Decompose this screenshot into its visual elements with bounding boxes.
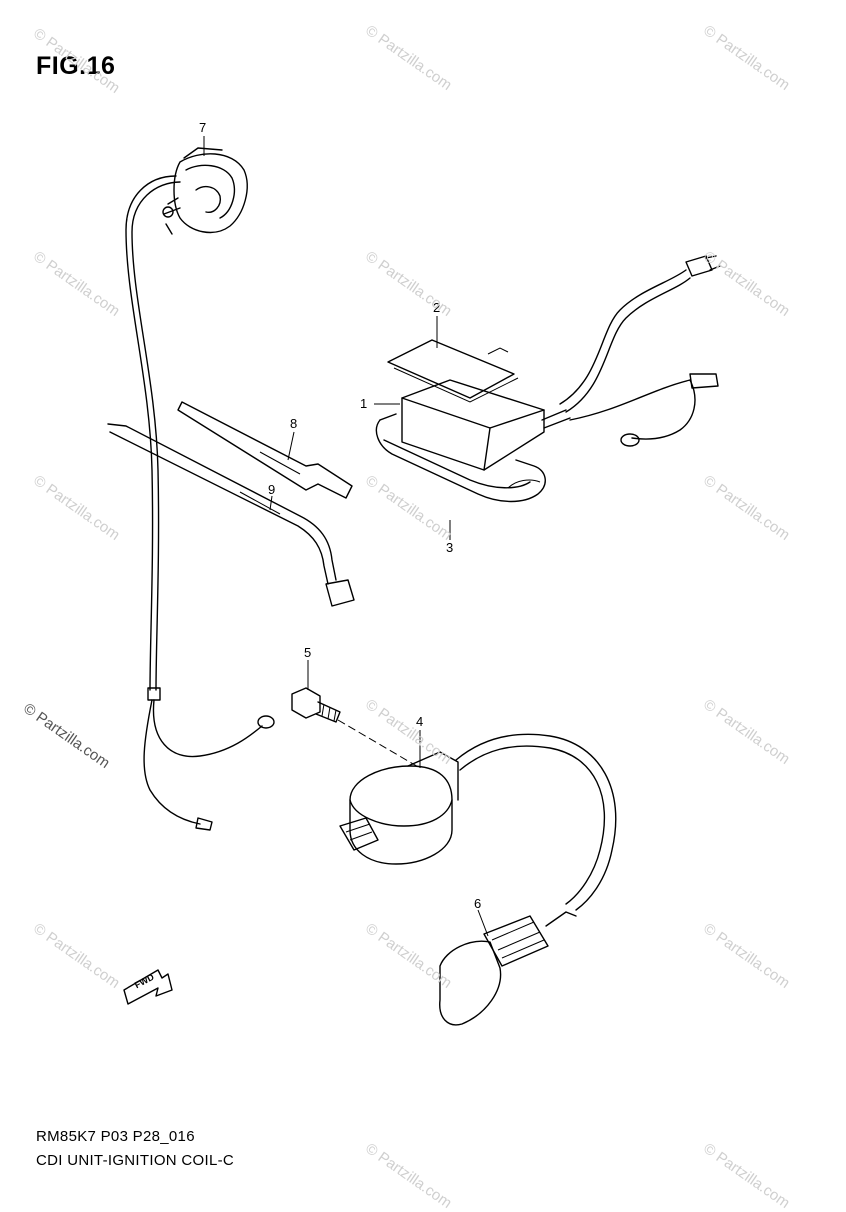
cdi-mount-drawing (375, 413, 546, 503)
callout-7: 7 (199, 120, 207, 135)
cdi-unit-drawing (401, 255, 721, 471)
callout-9: 9 (268, 482, 276, 497)
callout-5: 5 (304, 645, 312, 660)
pickup-coil-drawing (125, 147, 275, 831)
figure-caption: CDI UNIT-IGNITION COIL-C (36, 1152, 235, 1169)
plug-cap-drawing (439, 911, 577, 1026)
callout-1: 1 (360, 396, 368, 411)
callout-6: 6 (474, 896, 482, 911)
callout-2: 2 (433, 300, 441, 315)
band-drawing (177, 401, 353, 499)
callout-4: 4 (416, 714, 424, 729)
cdi-cover-drawing (387, 339, 519, 403)
model-code: RM85K7 P03 P28_016 (36, 1128, 195, 1145)
figure-title: FIG.16 (36, 52, 116, 80)
ignition-coil-drawing (339, 733, 617, 911)
fwd-arrow-shape (123, 969, 173, 1005)
cord-guide-drawing (107, 423, 355, 607)
assembly-line (337, 719, 421, 769)
bolt-drawing (291, 687, 341, 723)
callout-8: 8 (290, 416, 298, 431)
callout-3: 3 (446, 540, 454, 555)
